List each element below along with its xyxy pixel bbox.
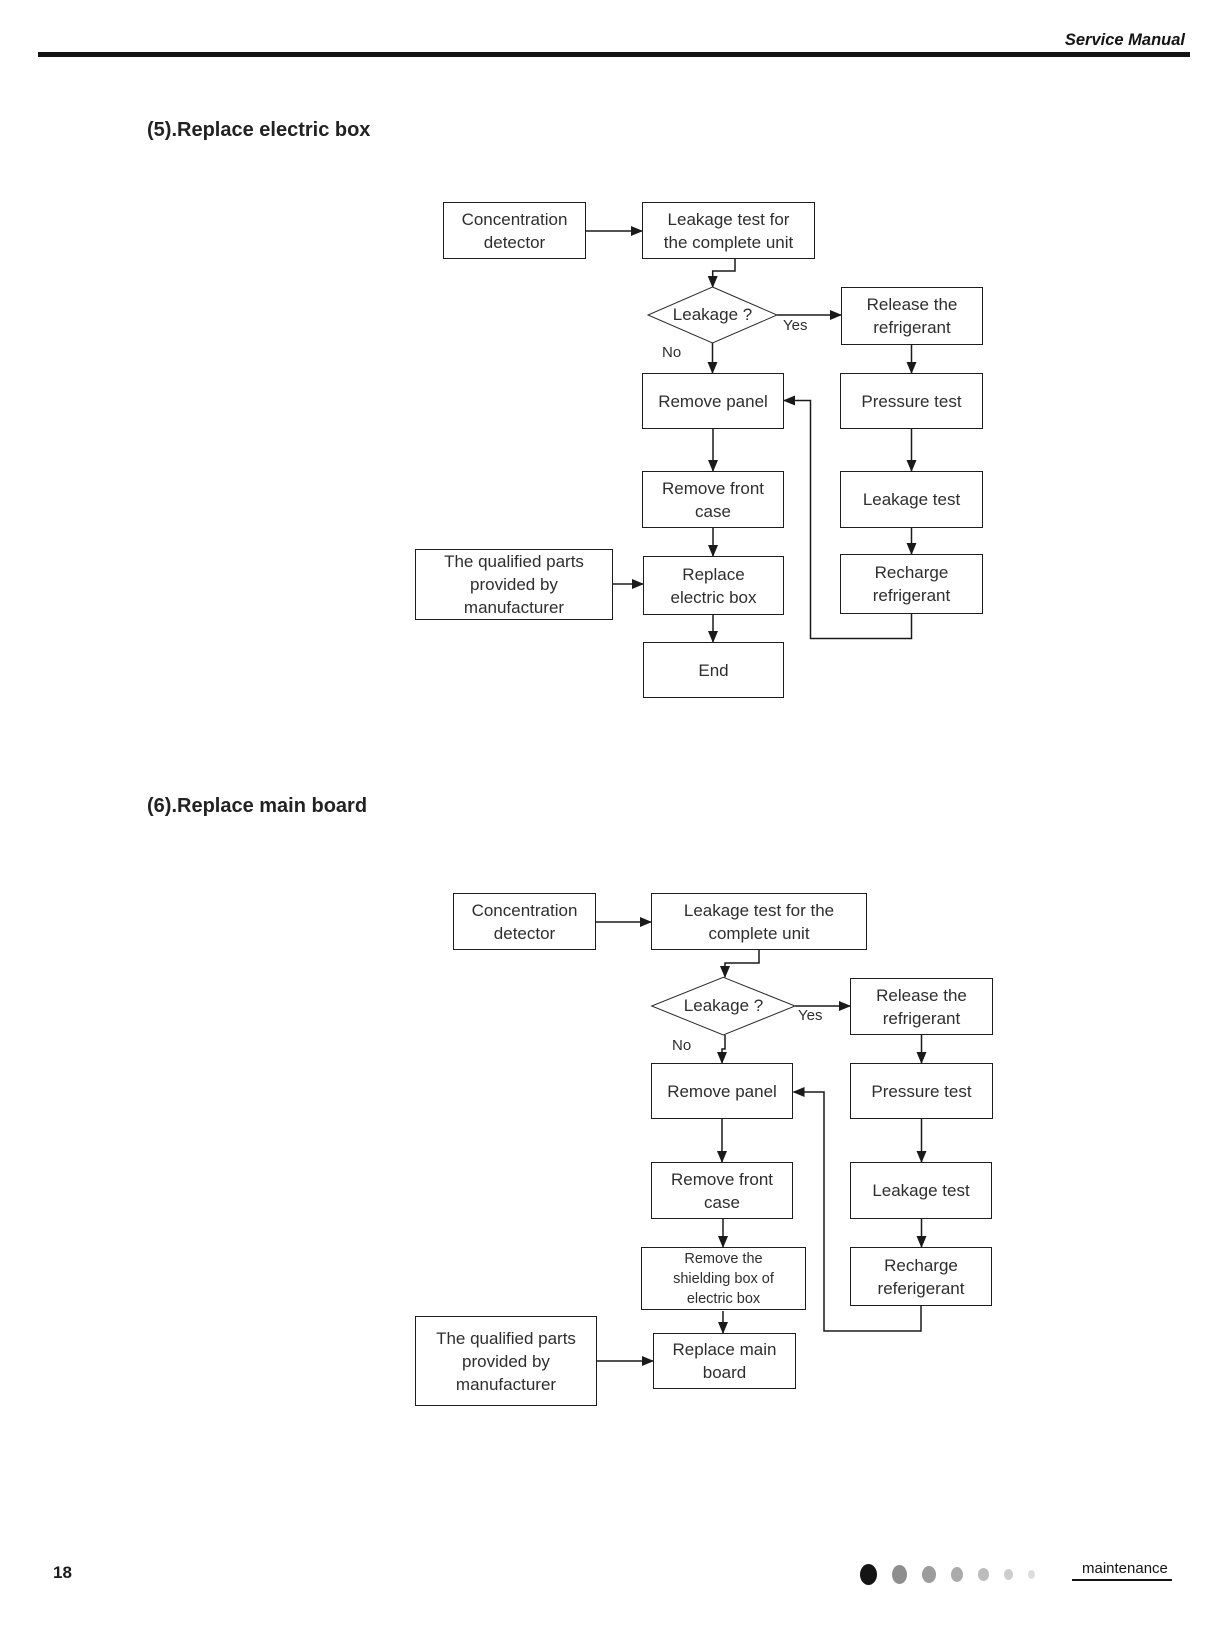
flow6-node-pressure-test: Pressure test bbox=[850, 1063, 993, 1119]
flow6-node-qualified-parts: The qualified parts provided by manufact… bbox=[415, 1316, 597, 1406]
flow5-node-pressure-test: Pressure test bbox=[840, 373, 983, 429]
flow5-node-recharge-refrigerant: Recharge refrigerant bbox=[840, 554, 983, 614]
flow5-node-end: End bbox=[643, 642, 784, 698]
flow6-node-replace-main-board: Replace main board bbox=[653, 1333, 796, 1389]
flow5-node-concentration-detector: Concentration detector bbox=[443, 202, 586, 259]
flow5-node-leakage-test: Leakage test bbox=[840, 471, 983, 528]
flow5-node-qualified-parts: The qualified parts provided by manufact… bbox=[415, 549, 613, 620]
flow5-node-replace-electric-box: Replace electric box bbox=[643, 556, 784, 615]
progress-dot bbox=[922, 1565, 936, 1583]
flow5-node-remove-front-case: Remove front case bbox=[642, 471, 784, 528]
flow5-node-remove-panel: Remove panel bbox=[642, 373, 784, 429]
flow6-connector-decision-no bbox=[717, 1035, 727, 1064]
flow5-decision-diamond bbox=[646, 286, 779, 344]
flow6-node-recharge-refrigerant: Recharge referigerant bbox=[850, 1247, 992, 1306]
progress-dot bbox=[892, 1564, 907, 1584]
flow5-node-release-refrigerant: Release the refrigerant bbox=[841, 287, 983, 345]
flow5-connector-recharge-to-panel bbox=[783, 395, 913, 640]
footer-dots bbox=[860, 1561, 1035, 1587]
progress-dot bbox=[951, 1566, 963, 1582]
flow6-connector-test-to-decision bbox=[720, 950, 760, 978]
page-number: 18 bbox=[53, 1563, 72, 1582]
flow6-node-remove-front-case: Remove front case bbox=[651, 1162, 793, 1219]
progress-dot bbox=[860, 1563, 877, 1585]
flow5-node-leakage-test-unit: Leakage test for the complete unit bbox=[642, 202, 815, 259]
flow5-connector-test-to-decision bbox=[707, 259, 736, 288]
flow6-yes-label: Yes bbox=[798, 1007, 823, 1024]
flow6-node-concentration-detector: Concentration detector bbox=[453, 893, 596, 950]
flow6-node-release-refrigerant: Release the refrigerant bbox=[850, 978, 993, 1035]
progress-dot bbox=[1004, 1568, 1013, 1580]
progress-dot bbox=[978, 1567, 989, 1581]
flow5-no-label: No bbox=[662, 344, 682, 361]
page-title: Service Manual bbox=[1064, 31, 1185, 49]
flow6-node-leakage-test-unit: Leakage test for the complete unit bbox=[651, 893, 867, 950]
flow6-connector-recharge-to-panel bbox=[792, 1087, 922, 1332]
flow6-node-leakage-test: Leakage test bbox=[850, 1162, 992, 1219]
flow6-no-label: No bbox=[672, 1037, 692, 1054]
footer-tab-maintenance: maintenance bbox=[1072, 1560, 1172, 1581]
section6-heading: (6).Replace main board bbox=[147, 795, 368, 817]
progress-dot bbox=[1028, 1569, 1035, 1579]
flow6-node-remove-shielding-box: Remove the shielding box of electric box bbox=[641, 1247, 806, 1310]
header-rule bbox=[38, 52, 1190, 57]
flow6-node-remove-panel: Remove panel bbox=[651, 1063, 793, 1119]
flow5-yes-label: Yes bbox=[783, 317, 808, 334]
section5-heading: (5).Replace electric box bbox=[147, 119, 371, 141]
flow6-decision-diamond bbox=[650, 976, 797, 1036]
